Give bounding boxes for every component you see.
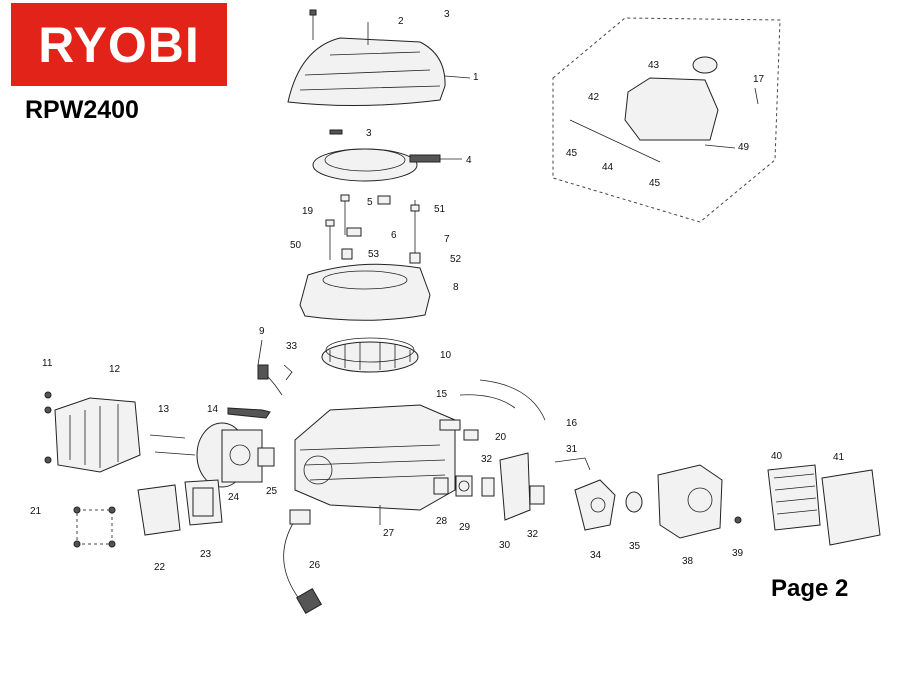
part-41-filter-cover xyxy=(821,469,881,546)
callout-21: 21 xyxy=(30,506,42,517)
callout-44: 44 xyxy=(602,162,614,173)
part-24-muffler xyxy=(196,422,263,488)
part-38-air-filter-base xyxy=(657,464,723,539)
callout-38: 38 xyxy=(682,556,694,567)
callout-43: 43 xyxy=(648,60,660,71)
callout-6: 6 xyxy=(391,230,397,241)
callout-33: 33 xyxy=(286,341,298,352)
part-25-gasket xyxy=(257,447,275,467)
callout-11: 11 xyxy=(42,358,53,369)
part-40-filter-element xyxy=(767,464,821,531)
part-4-recoil-starter xyxy=(312,129,462,182)
callout-52: 52 xyxy=(450,254,462,265)
callout-16: 16 xyxy=(566,418,578,429)
callout-45b: 45 xyxy=(649,178,661,189)
part-27-engine-block xyxy=(294,404,461,525)
callout-2: 2 xyxy=(398,16,404,27)
callout-8: 8 xyxy=(453,282,459,293)
part-34-carburetor xyxy=(574,479,616,531)
callout-1: 1 xyxy=(473,72,479,83)
bolts-and-pins xyxy=(325,194,421,264)
part-26-spark-plug-wire xyxy=(283,509,322,614)
callout-31: 31 xyxy=(566,444,578,455)
callout-26: 26 xyxy=(309,560,321,571)
part-10-flywheel xyxy=(321,337,419,373)
callout-39: 39 xyxy=(732,548,744,559)
part-39-nut xyxy=(734,516,742,524)
callout-41: 41 xyxy=(833,452,845,463)
callout-30: 30 xyxy=(499,540,511,551)
callout-5: 5 xyxy=(367,197,373,208)
callout-3b: 3 xyxy=(366,128,372,139)
callout-25: 25 xyxy=(266,486,278,497)
callout-51: 51 xyxy=(434,204,446,215)
callout-10: 10 xyxy=(440,350,452,361)
callout-32a: 32 xyxy=(481,454,493,465)
fuel-tank-assembly xyxy=(552,17,781,223)
callout-34: 34 xyxy=(590,550,602,561)
callout-28: 28 xyxy=(436,516,448,527)
part-31-rod xyxy=(554,457,591,471)
callout-9: 9 xyxy=(259,326,265,337)
part-12-muffler-shield xyxy=(44,391,141,473)
part-28-30-32-intake-parts xyxy=(433,452,545,521)
page-label: Page 2 xyxy=(771,575,849,602)
part-9-33-14-small-parts xyxy=(227,339,293,419)
part-16-fuel-line xyxy=(479,379,546,421)
part-13-bolts xyxy=(149,434,196,456)
callout-17: 17 xyxy=(753,74,765,85)
part-20-clip xyxy=(463,429,479,441)
callout-15: 15 xyxy=(436,389,448,400)
callout-32b: 32 xyxy=(527,529,539,540)
part-1-engine-cover xyxy=(287,9,471,107)
logo-text: RYOBI xyxy=(38,16,200,73)
callout-4: 4 xyxy=(466,155,472,166)
callout-50: 50 xyxy=(290,240,302,251)
callout-35: 35 xyxy=(629,541,641,552)
callout-14: 14 xyxy=(207,404,219,415)
callout-24: 24 xyxy=(228,492,240,503)
callout-12: 12 xyxy=(109,364,121,375)
callout-13: 13 xyxy=(158,404,170,415)
part-35-gasket xyxy=(625,491,643,513)
callout-45a: 45 xyxy=(566,148,578,159)
callout-29: 29 xyxy=(459,522,471,533)
callout-23: 23 xyxy=(200,549,212,560)
ryobi-logo: RYOBI xyxy=(11,3,227,86)
callout-19: 19 xyxy=(302,206,314,217)
part-8-blower-housing xyxy=(299,263,431,321)
part-22-23-exhaust-parts xyxy=(73,479,223,548)
callout-53: 53 xyxy=(368,249,380,260)
callout-42: 42 xyxy=(588,92,600,103)
callout-20: 20 xyxy=(495,432,507,443)
callout-3a: 3 xyxy=(444,9,450,20)
callout-7: 7 xyxy=(444,234,450,245)
callout-27: 27 xyxy=(383,528,395,539)
callout-40: 40 xyxy=(771,451,783,462)
part-15-fuel-line xyxy=(459,394,516,409)
callout-22: 22 xyxy=(154,562,166,573)
callout-labels: 1 2 3 3 4 5 6 7 8 9 10 11 12 13 14 15 16… xyxy=(30,9,845,573)
callout-49: 49 xyxy=(738,142,750,153)
model-number: RPW2400 xyxy=(25,96,139,124)
